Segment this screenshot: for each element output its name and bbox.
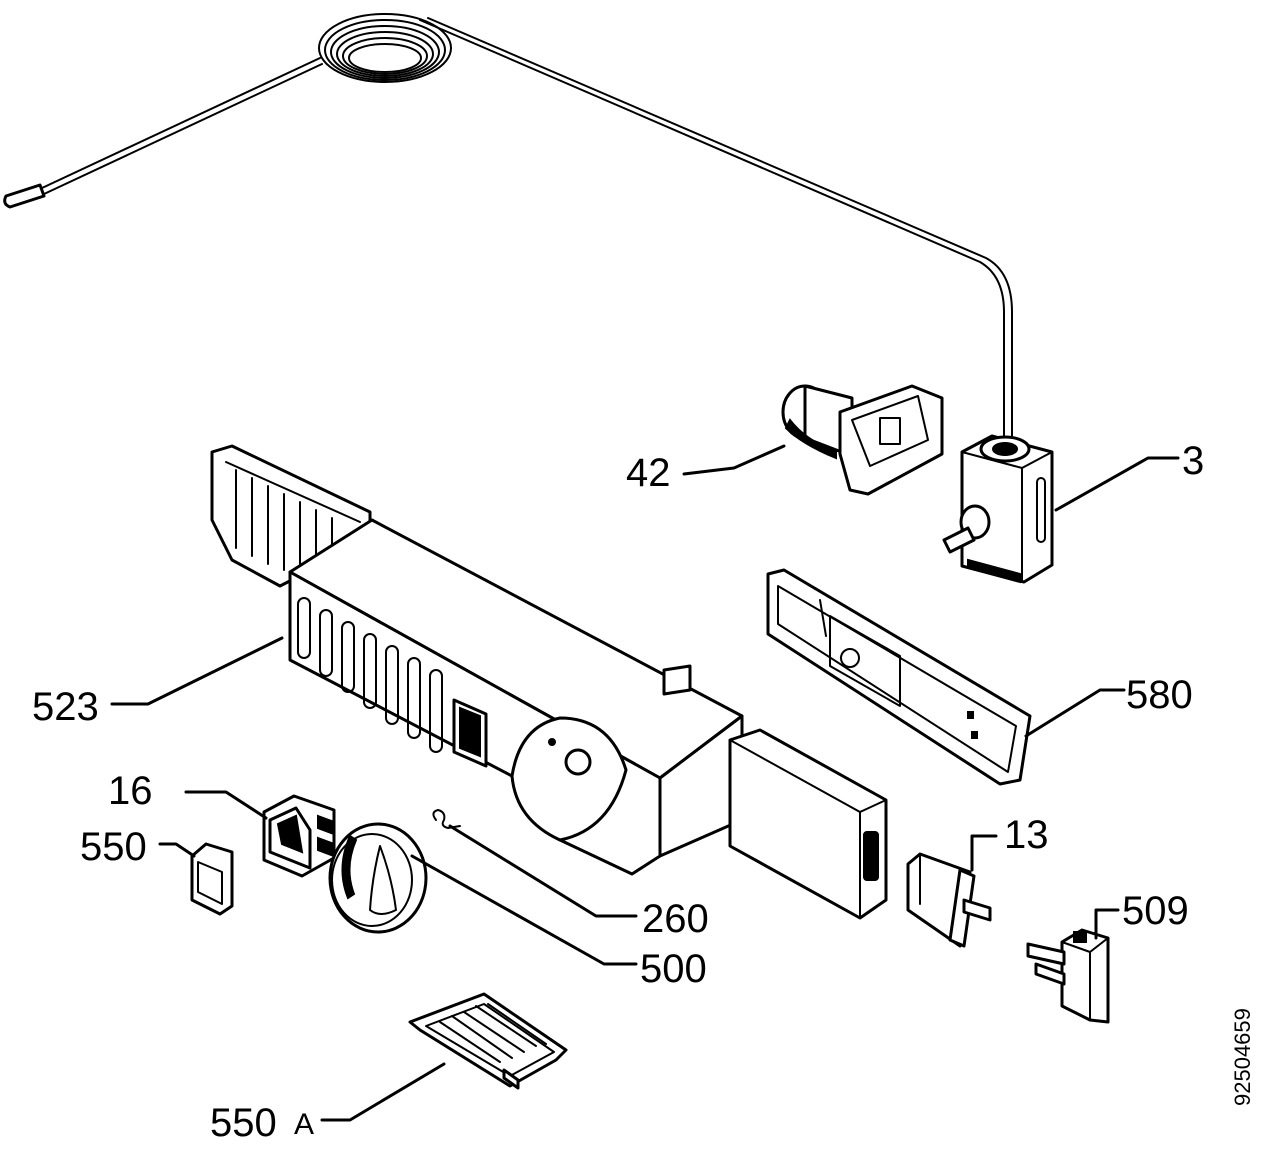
part-labels: 3 42 523 580 16 550 13 509 260 500 550 A	[32, 439, 1204, 1145]
label-13: 13	[1004, 813, 1049, 857]
label-500: 500	[640, 947, 707, 991]
leader-lines	[110, 444, 1180, 1122]
leader-3	[1054, 456, 1180, 512]
label-550a-suffix: A	[294, 1108, 314, 1141]
lamp-cover	[728, 728, 888, 920]
switch-button	[190, 842, 234, 916]
housing-vents	[297, 597, 443, 753]
filter-grille	[408, 992, 568, 1090]
rear-comb-fins	[235, 469, 333, 571]
control-housing	[210, 444, 744, 876]
leader-550	[158, 842, 196, 858]
leader-523	[110, 636, 284, 706]
label-42: 42	[626, 451, 671, 495]
thermostat-knob	[328, 822, 428, 934]
label-16: 16	[108, 769, 153, 813]
rocker-switch	[262, 794, 336, 878]
drawing-number: 92504659	[1230, 1008, 1255, 1106]
leader-500	[410, 854, 638, 966]
label-3: 3	[1182, 439, 1204, 483]
lamp-holder	[781, 384, 944, 496]
leader-260	[448, 824, 638, 918]
capillary-tube	[3, 13, 1013, 441]
label-580: 580	[1126, 673, 1193, 717]
label-509: 509	[1122, 889, 1189, 933]
connector	[1026, 928, 1110, 1024]
label-523: 523	[32, 685, 99, 729]
label-550a-number: 550	[210, 1101, 277, 1145]
clip	[432, 809, 461, 829]
leader-580	[1024, 688, 1126, 738]
leader-509	[1094, 908, 1120, 940]
light-diffuser	[766, 568, 1032, 786]
leader-16	[184, 790, 268, 820]
label-260: 260	[642, 897, 709, 941]
thermostat	[942, 434, 1054, 584]
leader-42	[682, 444, 786, 476]
door-switch	[906, 852, 992, 948]
grille-slats	[439, 1003, 547, 1063]
leader-13	[970, 834, 998, 872]
capillary-coil	[318, 13, 452, 83]
label-550: 550	[80, 825, 147, 869]
leader-550a	[320, 1062, 446, 1122]
